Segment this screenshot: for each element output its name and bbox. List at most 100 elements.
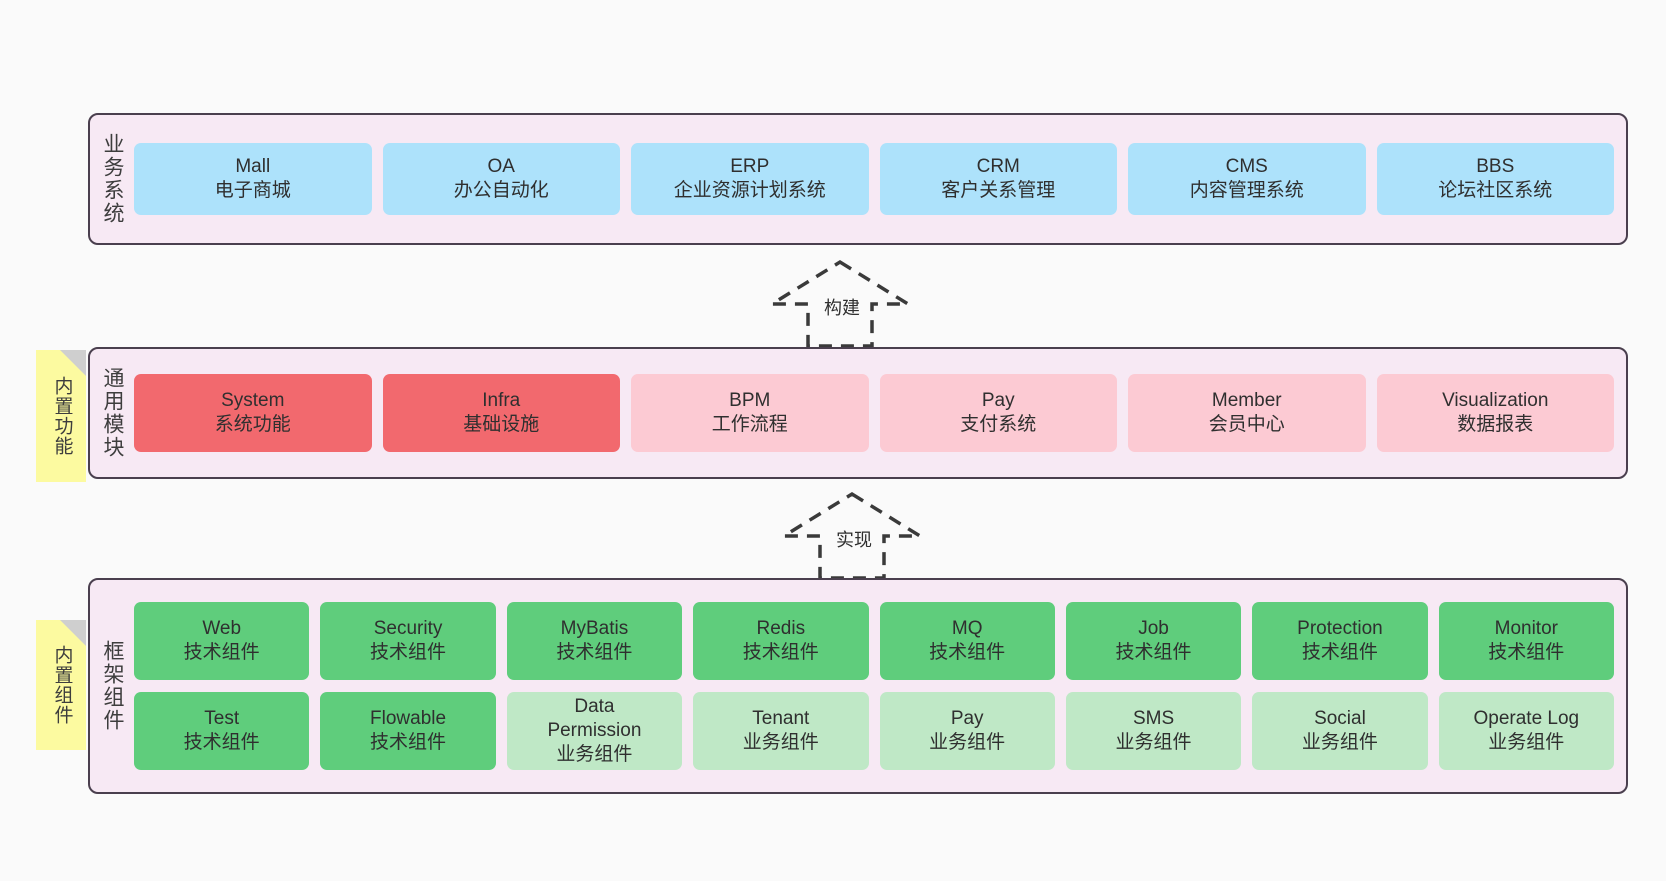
card-subtitle: 技术组件: [183, 732, 260, 753]
card-oa[interactable]: OA 办公自动化: [382, 143, 620, 215]
layer-body-framework-component: Web 技术组件 Security 技术组件 MyBatis 技术组件 Redi…: [134, 580, 1626, 792]
card-subtitle: 技术组件: [929, 642, 1006, 663]
card-web[interactable]: Web 技术组件: [134, 602, 310, 680]
card-subtitle: 论坛社区系统: [1438, 180, 1553, 201]
connector-implement: 实现: [772, 490, 932, 580]
card-title: CRM: [976, 155, 1020, 177]
card-operate-log[interactable]: Operate Log 业务组件: [1438, 692, 1614, 770]
card-subtitle: 数据报表: [1457, 414, 1534, 435]
card-subtitle: 业务组件: [1488, 732, 1565, 753]
card-title: Member: [1211, 389, 1282, 411]
card-subtitle: 支付系统: [960, 414, 1037, 435]
connector-implement-icon: [777, 491, 927, 580]
connector-build-icon: [765, 259, 915, 348]
card-subtitle: 办公自动化: [453, 180, 549, 201]
layer-body-business-system: Mall 电子商城 OA 办公自动化 ERP 企业资源计划系统 CRM 客户关系…: [134, 115, 1626, 243]
card-subtitle: 技术组件: [1301, 642, 1378, 663]
card-job[interactable]: Job 技术组件: [1065, 602, 1242, 680]
layer-title-business-system: 业务系统: [101, 133, 125, 225]
card-title: MyBatis: [560, 617, 629, 639]
card-mall[interactable]: Mall 电子商城: [134, 143, 372, 215]
card-infra[interactable]: Infra 基础设施: [382, 374, 620, 452]
card-pay-component[interactable]: Pay 业务组件: [879, 692, 1055, 770]
card-subtitle: 电子商城: [214, 180, 291, 201]
card-monitor[interactable]: Monitor 技术组件: [1438, 602, 1614, 680]
card-title: Monitor: [1494, 617, 1558, 639]
sticky-note-label: 内置组件: [51, 645, 73, 725]
card-bbs[interactable]: BBS 论坛社区系统: [1376, 143, 1614, 215]
layer-title-common-module: 通用模块: [101, 367, 125, 459]
card-pay-module[interactable]: Pay 支付系统: [879, 374, 1117, 452]
card-tenant[interactable]: Tenant 业务组件: [693, 692, 869, 770]
card-security[interactable]: Security 技术组件: [320, 602, 496, 680]
card-subtitle: 技术组件: [1115, 642, 1192, 663]
card-title: CMS: [1225, 155, 1268, 177]
connector-implement-label: 实现: [834, 526, 874, 552]
card-social[interactable]: Social 业务组件: [1252, 692, 1428, 770]
layer-framework-component: 框架组件 Web 技术组件 Security 技术组件 MyBatis 技术组件: [88, 578, 1628, 794]
note-fold-corner-icon: [60, 620, 86, 646]
card-title: Tenant: [752, 707, 810, 729]
card-data-permission[interactable]: Data Permission 业务组件: [506, 692, 683, 770]
card-subtitle: 业务组件: [1115, 732, 1192, 753]
card-title: BPM: [729, 389, 771, 411]
card-system[interactable]: System 系统功能: [134, 374, 372, 452]
card-subtitle: 基础设施: [463, 414, 540, 435]
card-title: BBS: [1476, 155, 1515, 177]
card-title: Redis: [756, 617, 806, 639]
card-subtitle: 技术组件: [370, 642, 447, 663]
layer-body-common-module: System 系统功能 Infra 基础设施 BPM 工作流程 Pay 支付系统…: [134, 349, 1626, 477]
card-subtitle: 技术组件: [1488, 642, 1565, 663]
sticky-note-builtin-function: 内置功能: [36, 350, 86, 482]
card-flowable[interactable]: Flowable 技术组件: [320, 692, 496, 770]
card-title: System: [221, 389, 285, 411]
card-title: Flowable: [370, 707, 447, 729]
card-title: Test: [204, 707, 240, 729]
card-redis[interactable]: Redis 技术组件: [693, 602, 869, 680]
card-subtitle: 技术组件: [556, 642, 633, 663]
layer-common-module: 通用模块 System 系统功能 Infra 基础设施 BPM 工作流程 Pay…: [88, 347, 1628, 479]
framework-row-technical: Web 技术组件 Security 技术组件 MyBatis 技术组件 Redi…: [134, 602, 1614, 680]
card-subtitle: 会员中心: [1208, 414, 1285, 435]
card-protection[interactable]: Protection 技术组件: [1252, 602, 1428, 680]
card-title: Web: [202, 617, 242, 639]
card-title: MQ: [951, 617, 983, 639]
card-title: Protection: [1297, 617, 1383, 639]
layer-business-system: 业务系统 Mall 电子商城 OA 办公自动化 ERP 企业资源计划系统 CRM…: [88, 113, 1628, 245]
card-test[interactable]: Test 技术组件: [134, 692, 310, 770]
card-subtitle: 业务组件: [929, 732, 1006, 753]
card-subtitle: 业务组件: [742, 732, 819, 753]
card-subtitle: 工作流程: [711, 414, 788, 435]
card-title: Pay: [950, 707, 984, 729]
card-bpm[interactable]: BPM 工作流程: [631, 374, 869, 452]
card-title: Operate Log: [1473, 707, 1580, 729]
card-subtitle: 技术组件: [370, 732, 447, 753]
card-subtitle: 技术组件: [183, 642, 260, 663]
card-subtitle: 内容管理系统: [1189, 180, 1304, 201]
card-mybatis[interactable]: MyBatis 技术组件: [506, 602, 683, 680]
card-sms[interactable]: SMS 业务组件: [1065, 692, 1242, 770]
card-title: Infra: [482, 389, 521, 411]
card-visualization[interactable]: Visualization 数据报表: [1376, 374, 1614, 452]
card-title: OA: [487, 155, 515, 177]
sticky-note-builtin-component: 内置组件: [36, 620, 86, 750]
framework-row-business: Test 技术组件 Flowable 技术组件 Data Permission …: [134, 692, 1614, 770]
card-erp[interactable]: ERP 企业资源计划系统: [631, 143, 869, 215]
card-title: Pay: [981, 389, 1015, 411]
card-cms[interactable]: CMS 内容管理系统: [1128, 143, 1366, 215]
card-title: Job: [1138, 617, 1169, 639]
card-title: ERP: [730, 155, 770, 177]
card-title: Mall: [235, 155, 271, 177]
card-title: Visualization: [1442, 389, 1549, 411]
card-subtitle: 技术组件: [742, 642, 819, 663]
card-title: SMS: [1132, 707, 1175, 729]
note-fold-corner-icon: [60, 350, 86, 376]
card-subtitle: 系统功能: [214, 414, 291, 435]
card-title: Social: [1314, 707, 1366, 729]
card-crm[interactable]: CRM 客户关系管理: [879, 143, 1117, 215]
card-subtitle: 业务组件: [1301, 732, 1378, 753]
card-mq[interactable]: MQ 技术组件: [879, 602, 1055, 680]
card-subtitle: 企业资源计划系统: [673, 180, 826, 201]
card-member[interactable]: Member 会员中心: [1128, 374, 1366, 452]
